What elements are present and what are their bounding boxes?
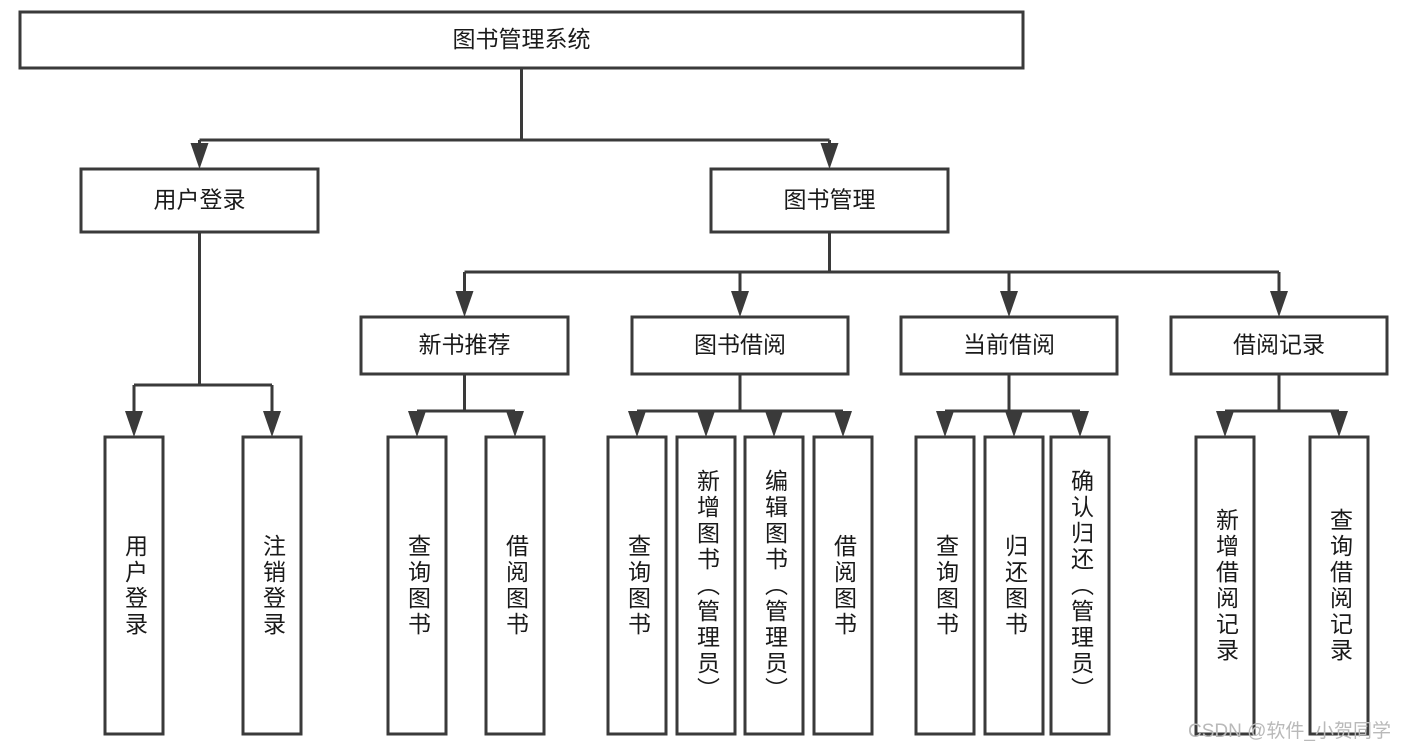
arrow-head-icon (1071, 411, 1089, 437)
level2-node-box[interactable] (709, 167, 950, 234)
arrow-head-icon (1330, 411, 1348, 437)
leaf-node-box[interactable] (606, 435, 668, 736)
arrow-head-icon (455, 291, 474, 317)
leaf-node-box[interactable] (743, 435, 805, 736)
level2-node-label: 图书管理 (784, 187, 876, 213)
root-node-box[interactable] (18, 10, 1025, 70)
arrow-head-icon (408, 411, 426, 437)
leaf-node-box[interactable] (241, 435, 303, 736)
arrow-head-icon (628, 411, 646, 437)
level2-node-box[interactable] (79, 167, 320, 234)
arrow-head-icon (1216, 411, 1234, 437)
root-node-label: 图书管理系统 (453, 26, 591, 52)
arrow-head-icon (820, 143, 839, 169)
leaf-node-box[interactable] (1049, 435, 1111, 736)
leaf-node-box[interactable] (386, 435, 448, 736)
arrow-head-icon (1005, 411, 1023, 437)
level3-node-label: 借阅记录 (1233, 332, 1325, 358)
arrow-head-icon (506, 411, 524, 437)
level3-node-box[interactable] (630, 315, 850, 376)
leaf-node-box[interactable] (1194, 435, 1256, 736)
leaf-node-box[interactable] (914, 435, 976, 736)
arrow-head-icon (731, 291, 749, 317)
node-box-layer (18, 10, 1389, 736)
arrow-head-icon (697, 411, 715, 437)
level3-node-label: 当前借阅 (963, 332, 1055, 358)
arrow-head-icon (765, 411, 783, 437)
arrow-head-icon (1270, 291, 1288, 317)
level2-node-label: 用户登录 (154, 187, 246, 213)
arrow-head-icon (834, 411, 852, 437)
leaf-node-box[interactable] (1308, 435, 1370, 736)
arrow-head-icon (936, 411, 954, 437)
leaf-node-box[interactable] (103, 435, 165, 736)
leaf-node-box[interactable] (484, 435, 546, 736)
arrow-head-icon (190, 143, 209, 169)
leaf-node-box[interactable] (812, 435, 874, 736)
leaf-node-box[interactable] (675, 435, 737, 736)
level3-node-label: 图书借阅 (694, 332, 786, 358)
level3-node-label: 新书推荐 (419, 332, 511, 358)
csdn-watermark: CSDN @软件_小贺同学 (1188, 721, 1391, 742)
arrow-head-icon (1000, 291, 1018, 317)
connector-layer (125, 68, 1348, 437)
arrow-head-icon (125, 411, 143, 437)
level3-node-box[interactable] (359, 315, 570, 376)
arrow-head-icon (263, 411, 281, 437)
level3-node-box[interactable] (1169, 315, 1389, 376)
level3-node-box[interactable] (899, 315, 1119, 376)
leaf-node-box[interactable] (983, 435, 1045, 736)
